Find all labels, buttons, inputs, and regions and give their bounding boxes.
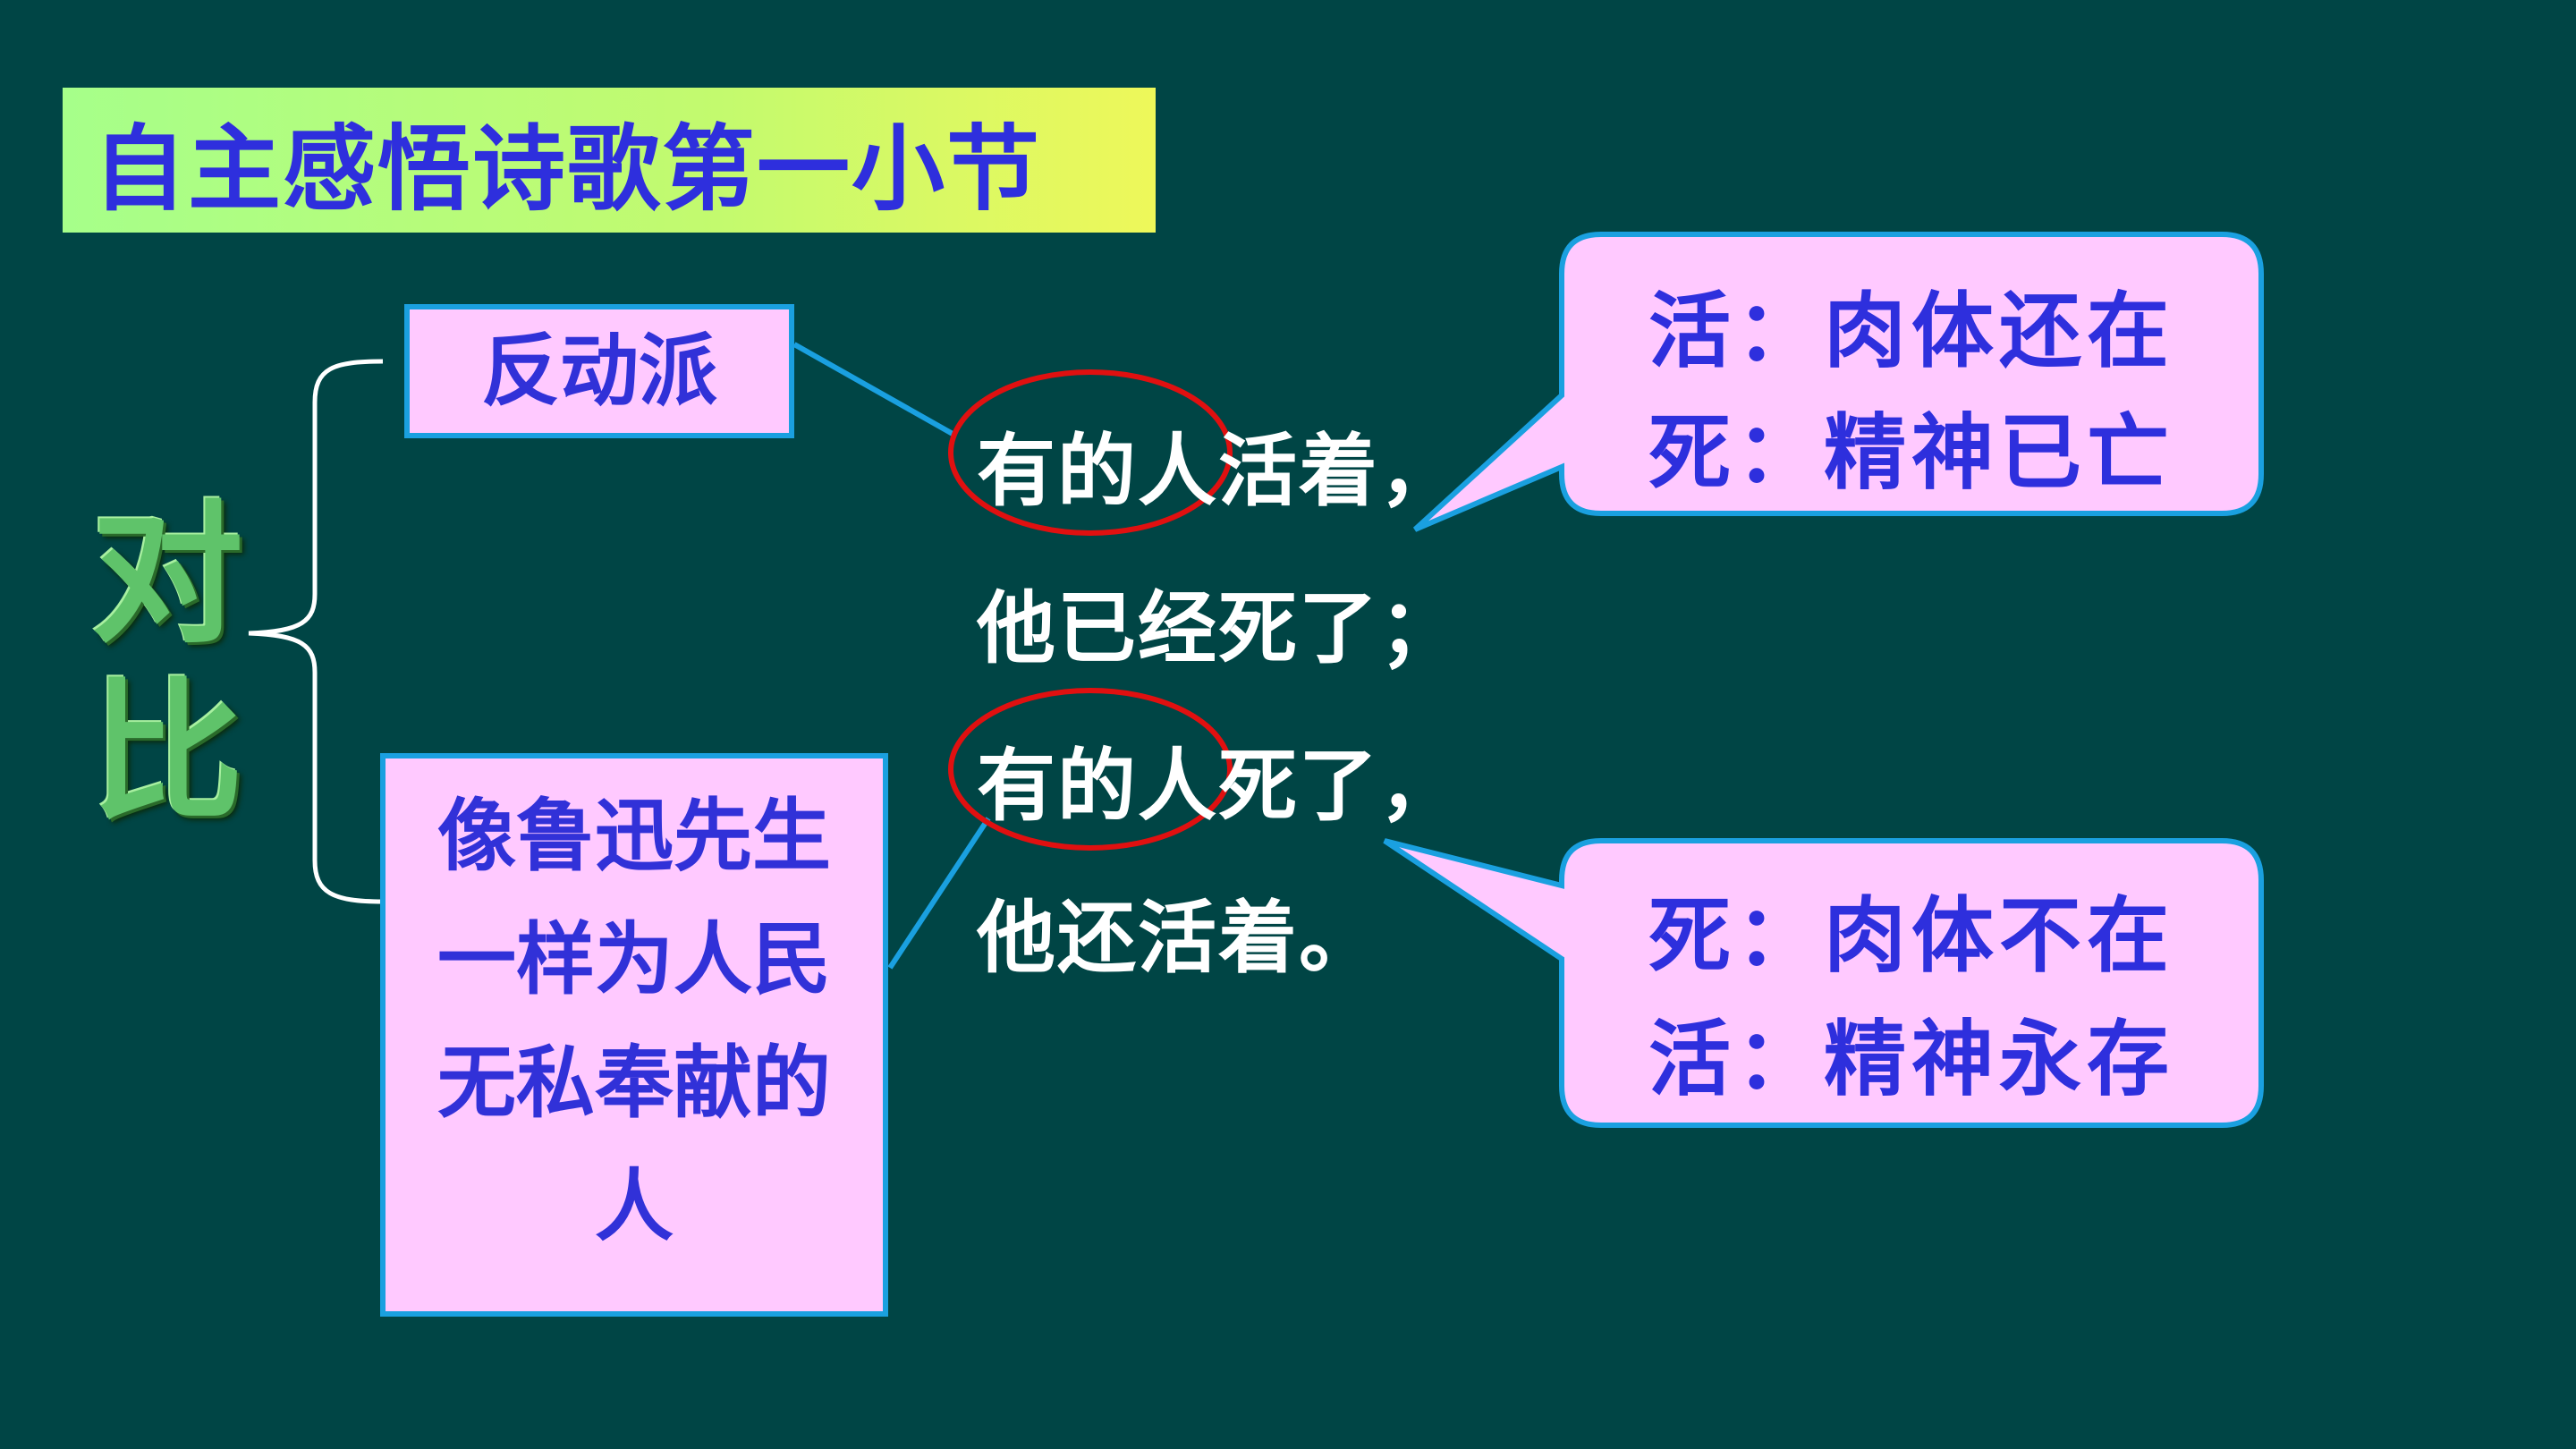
page-title: 自主感悟诗歌第一小节 (93, 114, 1042, 224)
contrast-char-1: 对 (91, 487, 244, 665)
contrast-char-2: 比 (91, 665, 244, 842)
poem-line-4: 他还活着。 (977, 892, 1380, 984)
poem-line-3: 有的人死了， (977, 740, 1461, 832)
bubble-top-line-2: 死：精神已亡 (1648, 405, 2174, 501)
bubble-top-line-1: 活：肉体还在 (1648, 284, 2174, 379)
box-luxun-line-4: 人 (594, 1160, 674, 1252)
speech-bubble-bottom (1383, 838, 2264, 1128)
poem-line-2: 他已经死了； (977, 582, 1461, 674)
connector-top (792, 342, 954, 436)
box-reactionaries: 反动派 (404, 304, 794, 438)
box-luxun-line-2: 一样为人民 (436, 913, 831, 1005)
box-luxun: 像鲁迅先生 一样为人民 无私奉献的 人 (380, 753, 888, 1317)
speech-bubble-top (1412, 232, 2264, 532)
contrast-label: 对 比 (91, 487, 243, 842)
highlight-circle-bottom (948, 688, 1233, 851)
poem-line-1: 有的人活着， (977, 425, 1461, 517)
highlight-circle-top (948, 369, 1233, 536)
box-luxun-line-1: 像鲁迅先生 (436, 790, 831, 882)
box-reactionaries-label: 反动派 (480, 325, 717, 417)
box-luxun-line-3: 无私奉献的 (436, 1037, 831, 1129)
bubble-bottom-line-1: 死：肉体不在 (1648, 888, 2174, 984)
title-banner: 自主感悟诗歌第一小节 (63, 88, 1156, 233)
bubble-bottom-line-2: 活：精神永存 (1648, 1012, 2174, 1107)
connector-bottom (887, 817, 991, 970)
contrast-bracket (248, 359, 384, 904)
